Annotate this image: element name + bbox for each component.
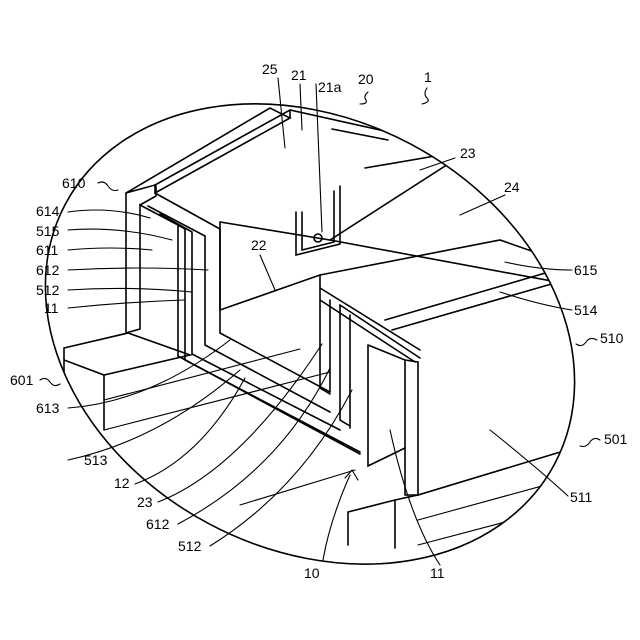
reference-labels: 1 20 21 21a 25 23 24 22 610 614 515 611 … xyxy=(10,61,628,581)
label-11-left: 11 xyxy=(44,300,59,316)
label-23-top: 23 xyxy=(460,145,476,161)
label-611: 611 xyxy=(36,242,59,258)
label-1: 1 xyxy=(424,69,432,85)
label-511: 511 xyxy=(570,489,593,505)
label-20: 20 xyxy=(358,71,374,87)
label-501: 501 xyxy=(604,431,628,447)
label-612-bottom: 612 xyxy=(146,516,170,532)
liner-layer-3 xyxy=(160,214,340,430)
label-23-bottom: 23 xyxy=(137,494,153,510)
label-601: 601 xyxy=(10,372,34,388)
label-25: 25 xyxy=(262,61,278,77)
left-base-block xyxy=(64,333,190,430)
label-510: 510 xyxy=(600,330,624,346)
label-515-left: 515 xyxy=(36,223,60,239)
label-11-bottom: 11 xyxy=(430,565,445,581)
label-21a: 21a xyxy=(318,79,342,95)
label-512-left: 512 xyxy=(36,282,60,298)
label-613: 613 xyxy=(36,400,60,416)
label-612-left: 612 xyxy=(36,262,60,278)
upper-block-top xyxy=(155,110,470,240)
label-614: 614 xyxy=(36,203,60,219)
structure-drawing xyxy=(64,108,600,548)
label-513: 513 xyxy=(84,452,108,468)
label-514: 514 xyxy=(574,302,598,318)
right-base-block xyxy=(348,495,418,548)
label-21: 21 xyxy=(291,67,307,83)
label-615: 615 xyxy=(574,262,598,278)
right-block-upper xyxy=(385,257,600,320)
left-wall-top xyxy=(126,108,290,193)
label-10: 10 xyxy=(304,565,320,581)
label-512-bottom: 512 xyxy=(178,538,202,554)
right-block-front xyxy=(418,362,600,495)
label-24: 24 xyxy=(504,179,520,195)
label-12: 12 xyxy=(114,475,130,491)
label-22: 22 xyxy=(251,237,267,253)
label-610: 610 xyxy=(62,175,86,191)
trench-floor xyxy=(220,275,320,310)
